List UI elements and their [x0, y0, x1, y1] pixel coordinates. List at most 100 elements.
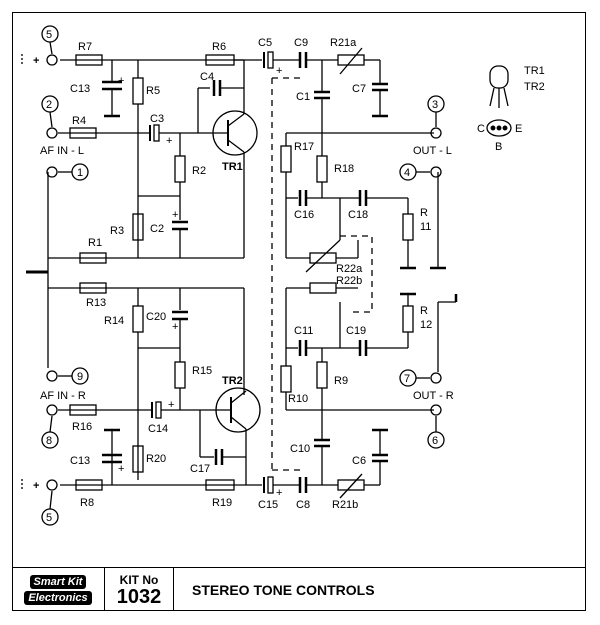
resistor-r15	[174, 361, 186, 389]
terminal-1	[46, 166, 58, 178]
terminal-7	[430, 372, 442, 384]
resistor-r19	[205, 479, 235, 491]
label-t8: 8	[46, 435, 52, 447]
kit-number: 1032	[116, 585, 162, 608]
label-r15: R15	[192, 365, 212, 377]
label-c2: C2	[150, 223, 164, 235]
label-tr2: TR2	[222, 375, 243, 387]
diagram-title: STEREO TONE CONTROLS	[192, 581, 375, 598]
plus-c13-bottom: +	[118, 463, 124, 475]
label-r7: R7	[78, 41, 92, 53]
logo: Smart Kit Electronics	[12, 568, 105, 611]
label-c3: C3	[150, 113, 164, 125]
label-t6: 6	[432, 435, 438, 447]
label-c13-bottom: C13	[70, 455, 90, 467]
plus-c20: +	[172, 321, 178, 333]
resistor-r11	[402, 213, 414, 241]
capacitor-c15	[267, 476, 274, 494]
label-af-in-l: AF IN - L	[40, 145, 84, 157]
resistor-r18	[316, 155, 328, 183]
resistor-r8	[75, 479, 103, 491]
terminal-2	[46, 127, 58, 139]
resistor-r10	[280, 365, 292, 393]
label-r11-b: 11	[420, 221, 431, 233]
label-r19: R19	[212, 497, 232, 509]
resistor-r13	[79, 282, 107, 294]
capacitor-c14	[155, 401, 162, 419]
resistor-r9	[316, 361, 328, 389]
label-c9: C9	[294, 37, 308, 49]
label-tr1: TR1	[222, 161, 243, 173]
terminal-4	[430, 166, 442, 178]
label-t1: 1	[77, 167, 83, 179]
label-r13: R13	[86, 297, 106, 309]
label-r18: R18	[334, 163, 354, 175]
drawing-frame	[12, 12, 586, 611]
resistor-r14	[132, 305, 144, 333]
label-t4: 4	[404, 167, 410, 179]
kit-number-block: KIT No 1032	[105, 568, 174, 611]
terminal-5-bottom	[46, 479, 58, 491]
resistor-r3	[132, 213, 144, 241]
label-af-in-r: AF IN - R	[40, 390, 86, 402]
capacitor-c3	[153, 124, 160, 142]
label-c8: C8	[296, 499, 310, 511]
label-r10: R10	[288, 393, 308, 405]
resistor-r7	[75, 54, 103, 66]
label-r20: R20	[146, 453, 166, 465]
label-c5: C5	[258, 37, 272, 49]
capacitor-c5	[267, 51, 274, 69]
kit-label: KIT No	[119, 572, 159, 587]
label-r14: R14	[104, 315, 124, 327]
terminal-3	[430, 127, 442, 139]
label-r5: R5	[146, 85, 160, 97]
label-c16: C16	[294, 209, 314, 221]
terminal-8	[46, 404, 58, 416]
terminal-9	[46, 370, 58, 382]
label-c11: C11	[294, 325, 313, 337]
label-r22a: R22a	[336, 263, 363, 275]
terminal-5-top	[46, 54, 58, 66]
label-c19: C19	[346, 325, 366, 337]
label-c15: C15	[258, 499, 278, 511]
label-r6: R6	[212, 41, 226, 53]
label-t2: 2	[46, 99, 52, 111]
label-r1: R1	[88, 237, 102, 249]
resistor-r17	[280, 145, 292, 173]
label-c4: C4	[200, 71, 214, 83]
label-c13-top: C13	[70, 83, 90, 95]
logo-line-1: Smart Kit	[29, 574, 87, 589]
label-out-l: OUT - L	[413, 145, 452, 157]
potentiometer-r22b	[309, 282, 337, 294]
plus-c5: +	[276, 65, 282, 77]
label-t7: 7	[404, 373, 410, 385]
label-t3: 3	[432, 99, 438, 111]
label-c10: C10	[290, 443, 310, 455]
label-c17: C17	[190, 463, 210, 475]
label-c1: C1	[296, 91, 310, 103]
plus-c14: +	[168, 399, 174, 411]
plus-top: +	[33, 55, 39, 67]
label-t9: 9	[77, 371, 83, 383]
potentiometer-r22a	[309, 252, 337, 264]
potentiometer-r21b	[337, 479, 365, 491]
pinout-tr1: TR1	[524, 65, 545, 77]
label-c6: C6	[352, 455, 366, 467]
label-c18: C18	[348, 209, 368, 221]
label-c14: C14	[148, 423, 168, 435]
label-r2: R2	[192, 165, 206, 177]
transistor-pinout	[486, 65, 512, 137]
plus-c15: +	[276, 487, 282, 499]
label-r21a: R21a	[330, 37, 357, 49]
label-r12-a: R	[420, 305, 428, 317]
label-r21b: R21b	[332, 499, 358, 511]
pinout-c: C	[477, 123, 485, 135]
pinout-tr2: TR2	[524, 81, 545, 93]
plus-c3: +	[166, 135, 172, 147]
label-r4: R4	[72, 115, 86, 127]
resistor-r12	[402, 305, 414, 333]
label-r9: R9	[334, 375, 348, 387]
resistor-r1	[79, 252, 107, 264]
plus-bottom: +	[33, 480, 39, 492]
